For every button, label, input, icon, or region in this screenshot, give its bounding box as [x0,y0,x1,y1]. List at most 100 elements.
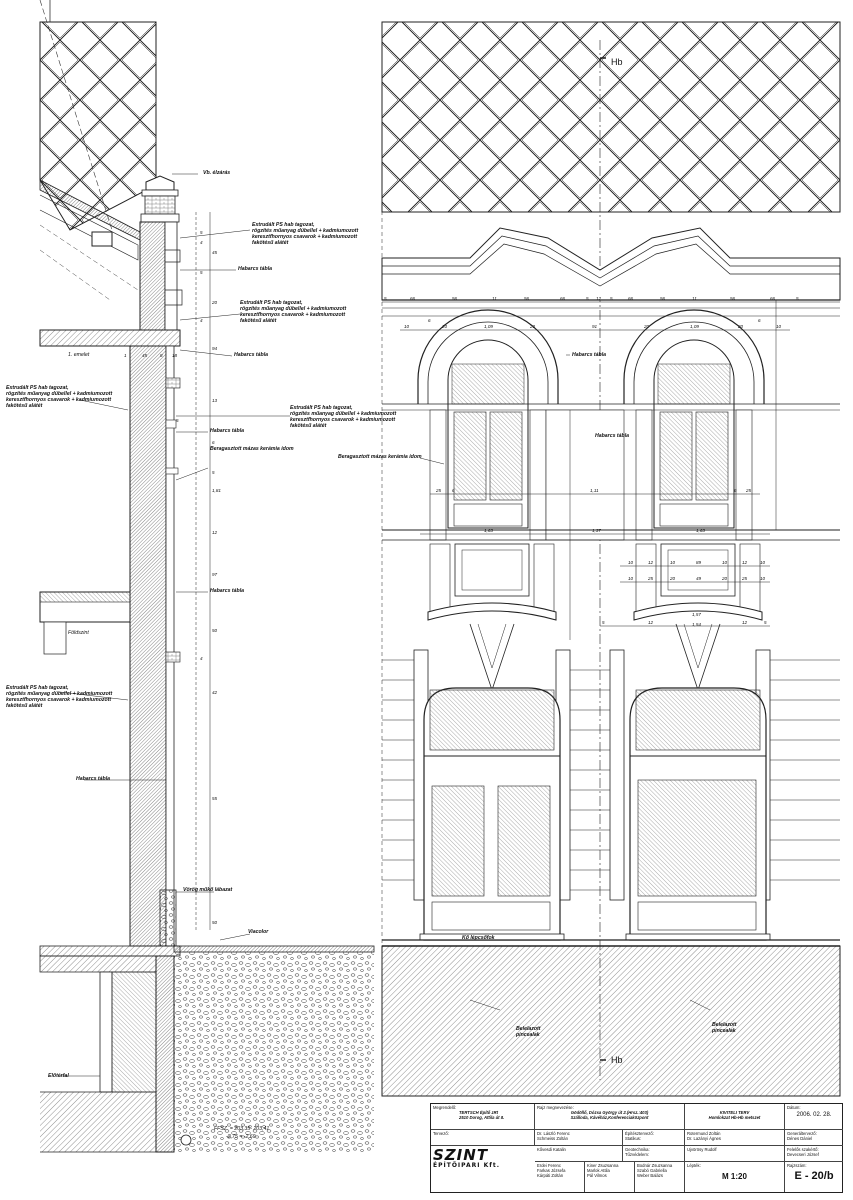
dim-r5-3: 89 [696,560,702,565]
label-eloterfal: Előtérfal [48,1073,69,1079]
label-extrudalt-2: Extrudált PS hab tagozat, rögzítés műany… [240,300,347,324]
hb-top-label: Hb [611,57,623,67]
dim-r7-5: 5 [764,620,767,625]
dim-r2-5: 91 [592,324,598,329]
tb-team-7: Bodnár Zsuzsanna [637,1163,673,1168]
dim-r3-1: 6 [452,488,455,493]
label-ko-lepcso: Kő lépcsőfok [462,935,495,941]
title-block: Megrendelő: TERTSCH Építő zRt 2510 Dorog… [430,1103,843,1193]
tb-epitesz-name: Dr. László Ferenc [537,1131,570,1136]
tb-project-1: Gödöllő, Dózsa György út 2.(Hrsz.:403) [570,1110,649,1115]
tb-people-2: Kővesdi Katalin [535,1146,623,1162]
tb-scale-value: M 1:20 [722,1172,747,1181]
dim-r2-3: 1,09 [484,324,493,329]
tb-drawing-no-label: Rajzszám: [787,1163,807,1168]
tb-team-1: Erdei Ferenc [537,1163,561,1168]
tb-plan: KIVITELI TERV Homlokzat Hb-Hb metszet [685,1104,785,1130]
dim-r7-1: 12 [648,620,654,625]
dim-r1-1: 66 [410,296,416,301]
tb-team-2: Farkas Józsefa [537,1168,566,1173]
tb-koz-label: Felelős szakértő: [787,1147,819,1152]
tb-rajz: Rajz megnevezése: Gödöllő, Dózsa György … [535,1104,685,1130]
tb-datum: Dátum: 2006. 02. 28. [785,1104,843,1130]
dim-vert-18: 50 [212,920,218,925]
dim-r4-0: 1,63 [484,528,493,533]
dim-vert-8: 13 [212,398,218,403]
dim-r3-0: 25 [436,488,442,493]
dim-r2-7: 1,09 [690,324,699,329]
dim-floor-0: 1 [124,353,127,358]
label-beragasztott-e: Beragasztott mázas kerámia idom [338,454,422,460]
dim-r5-0: 10 [628,560,634,565]
tb-tuzvedelem: Ujvörösy Rudolf [685,1146,785,1162]
dim-r6-4: 20 [722,576,728,581]
tb-team-4: Kiner Zsuzsanna [587,1163,619,1168]
dim-floor-1: 45 [142,353,148,358]
dim-vert-9: 6 [212,440,215,445]
szint-logo: SZINT ÉPÍTŐIPARI Kft. [433,1148,523,1176]
dim-r1-11: 11 [692,296,697,301]
tb-koz: Felelős szakértő: Devecseri József [785,1146,843,1162]
tb-megrendelo-addr: 2510 Dorog, Attila út 8. [459,1115,505,1120]
tb-tuzvedelem-label: Tűzvédelem: [625,1152,649,1157]
dim-r2-8: 20 [738,324,744,329]
facade-elevation [381,21,841,1097]
tb-datum-value: 2006. 02. 28. [796,1112,832,1118]
tb-tuzvedelem-name: Ujvörösy Rudolf [687,1147,717,1152]
tb-team-5: Marlok Attila [587,1168,610,1173]
tb-megrendelo-label: Megrendelő: [433,1105,457,1110]
label-vb-ozaras: Vb. élzárás [203,170,231,176]
dim-r6-6: 10 [760,576,766,581]
tb-team-8: Szabó Gabriella [637,1168,667,1173]
dim-vert-3: 20 [212,300,218,305]
tb-project-2: Szálloda, Kávéház,Konferenciaközpont [570,1115,649,1120]
dim-r1-0: 5 [384,296,387,301]
dim-r2-9: 6 [758,318,761,323]
tb-geotech: Geotechnika: Tűzvédelem: [623,1146,685,1162]
dim-r3-2: 1,11 [590,488,599,493]
dim-r1-6: 5 [586,296,589,301]
tb-drawing-no: Rajzszám: E - 20/b [785,1162,843,1192]
tb-gen-label: Generáltervező: [787,1131,817,1136]
tb-team-a: Erdei Ferenc Farkas Józsefa Kárpáti Zolt… [535,1162,585,1192]
label-foldszint: Földszint [68,630,89,636]
dim-r5-1: 12 [648,560,654,565]
dim-vert-0: 5 [200,230,203,235]
dim-r1-12: 56 [730,296,736,301]
dim-r1-8: 5 [610,296,613,301]
logo-text-1: SZINT [433,1146,489,1164]
dim-vert-16: 42 [212,690,218,695]
label-extrudalt-mid: Extrudált PS hab tagozat, rögzítés műany… [290,405,397,429]
label-extrudalt-1: Extrudált PS hab tagozat, rögzítés műany… [252,222,359,246]
dim-vert-14: 50 [212,628,218,633]
dim-floor-2: 8 [160,353,163,358]
tb-scale-label: Lépték: [687,1163,701,1168]
label-habarcs-4: Habarcs tábla [210,588,245,594]
tb-gen: Generáltervező: Dénes Dániel [785,1130,843,1146]
dim-vert-6: 4 [200,318,203,323]
dim-r1-13: 66 [770,296,776,301]
dim-r6-0: 10 [628,576,634,581]
label-habarcs-a: Habarcs tábla [572,352,607,358]
dim-r1-4: 56 [524,296,530,301]
tb-geotech-name: Dr. Lazányi Ágnes [687,1136,721,1141]
dim-r7-3: 1,54 [692,622,701,627]
dim-r7-0: 5 [602,620,605,625]
dim-r2-6: 20 [644,324,650,329]
dim-r5-2: 10 [670,560,676,565]
dim-vert-13: 97 [212,572,218,577]
dim-r2-2: 20 [442,324,448,329]
dim-r6-5: 25 [742,576,748,581]
dim-r6-1: 25 [648,576,654,581]
tb-rajz-label: Rajz megnevezése: [537,1105,574,1110]
tb-megrendelo: Megrendelő: TERTSCH Építő zRt 2510 Dorog… [431,1104,535,1130]
tb-plan-sub: Homlokzat Hb-Hb metszet [708,1115,761,1120]
dim-r4-2: 1,63 [696,528,705,533]
tb-epitesz: Építésztervező: Statikus: [623,1130,685,1146]
label-habarcs-2: Habarcs tábla [234,352,269,358]
label-habarcs-5: Habarcs tábla [76,776,111,782]
dim-r2-0: 10 [404,324,410,329]
label-ffsz-2: -2,75 = -2,69 [226,1134,256,1140]
label-emelet: 1. emelet [68,352,90,358]
dim-r5-6: 10 [760,560,766,565]
